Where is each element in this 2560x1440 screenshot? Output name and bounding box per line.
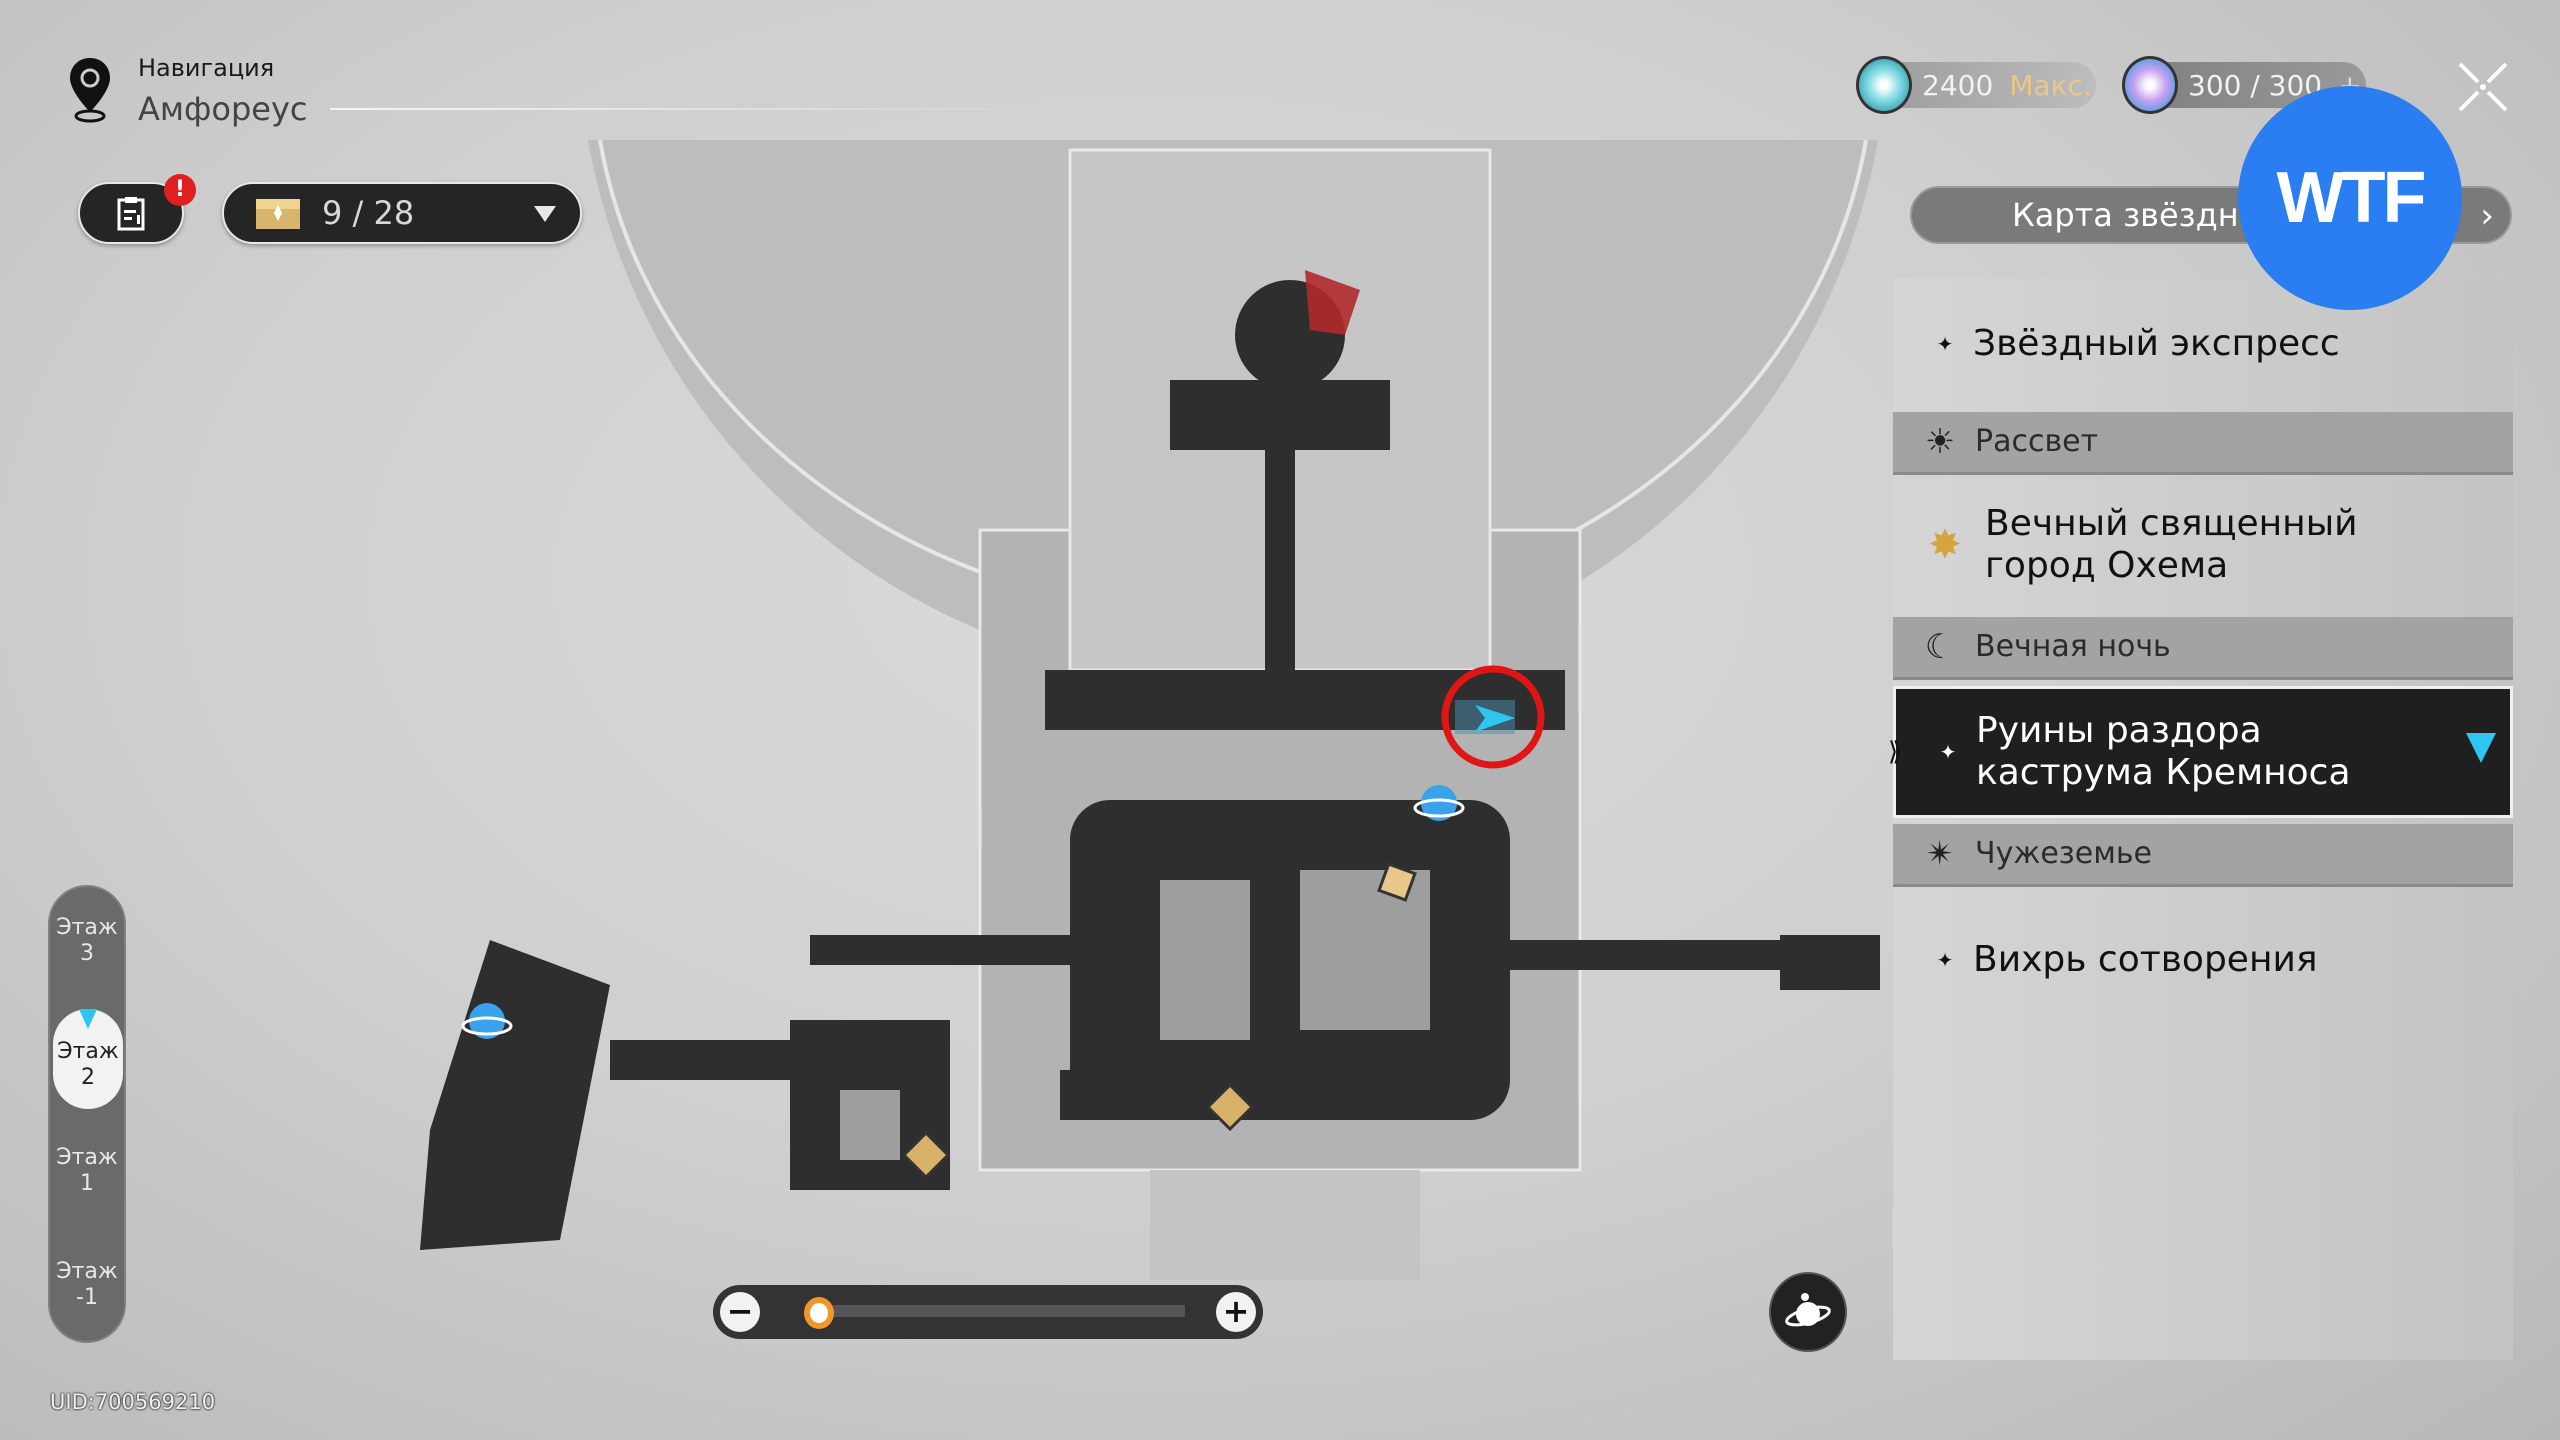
treasure-chest-icon: [256, 199, 300, 229]
uid-label: UID:700569210: [50, 1390, 216, 1414]
section-label: Рассвет: [1975, 424, 2099, 459]
divider: [330, 108, 1070, 110]
planet-icon: [1785, 1293, 1831, 1327]
world-item-okhema[interactable]: ✸ Вечный священный город Охема: [1893, 475, 2513, 615]
world-label: Руины раздора каструма Кремноса: [1976, 710, 2351, 793]
current-location-icon: [2466, 733, 2496, 763]
planet-view-button[interactable]: [1769, 1272, 1847, 1352]
section-header-dawn: ☀ Рассвет: [1893, 412, 2513, 475]
world-label: Вихрь сотворения: [1973, 939, 2318, 980]
location-pin-icon: [70, 58, 110, 123]
section-header-eternal-night: ☾ Вечная ночь: [1893, 617, 2513, 680]
space-anchor-icon[interactable]: [1413, 785, 1465, 821]
gold-star-icon: ✸: [1928, 522, 1962, 568]
zoom-out-button[interactable]: −: [720, 1292, 760, 1332]
zoom-slider-knob[interactable]: [804, 1297, 834, 1329]
star-icon: ✦: [1936, 332, 1954, 356]
zoom-slider-track[interactable]: [805, 1305, 1185, 1317]
world-label: Вечный священный город Охема: [1985, 503, 2358, 586]
world-item-kremnos-ruins-selected[interactable]: ⟫ ✦ Руины раздора каструма Кремноса: [1888, 686, 2513, 818]
sun-icon: ☀: [1924, 422, 1956, 462]
reserve-power-icon: [2122, 56, 2178, 114]
clipboard-icon: [117, 197, 145, 231]
world-item-astral-express[interactable]: ✦ Звёздный экспресс: [1893, 278, 2513, 410]
floor-minus1-button[interactable]: Этаж-1: [56, 1259, 118, 1310]
currency-stellar-jade[interactable]: 2400 Макс.: [1856, 56, 2096, 114]
currency-value: 2400: [1922, 68, 1994, 102]
watermark-logo: WTF: [2238, 86, 2462, 310]
star-burst-icon: ✴: [1925, 834, 1955, 874]
player-position-marker: [1455, 700, 1515, 734]
current-floor-icon: [79, 1009, 97, 1029]
selection-arrow-icon: ⟫: [1888, 737, 1903, 767]
current-location: Амфореус: [138, 90, 308, 128]
chest-progress: 9 / 28: [322, 194, 415, 232]
chevron-right-icon: ›: [2480, 196, 2494, 236]
star-map-label: Карта звёздн: [2012, 196, 2239, 234]
section-header-foreign-land: ✴ Чужеземье: [1893, 824, 2513, 887]
restricted-zone-marker: [1305, 270, 1360, 335]
currency-value: 300 / 300: [2188, 68, 2323, 102]
star-icon: ✦: [1939, 740, 1957, 764]
zoom-in-button[interactable]: +: [1216, 1292, 1256, 1332]
highlight-circle: [1441, 665, 1545, 769]
treasure-chest-dropdown[interactable]: 9 / 28: [222, 182, 582, 244]
star-icon: ✦: [1936, 948, 1954, 972]
mission-log-button[interactable]: !: [78, 174, 196, 244]
nav-title: Навигация: [138, 54, 275, 82]
warp-trotter-icon[interactable]: [901, 1130, 951, 1180]
space-anchor-icon[interactable]: [461, 1003, 513, 1039]
zoom-control: − +: [713, 1285, 1263, 1339]
section-label: Вечная ночь: [1975, 629, 2171, 664]
warp-trotter-icon[interactable]: [1205, 1082, 1255, 1132]
notification-badge: !: [164, 174, 196, 206]
world-label: Звёздный экспресс: [1973, 323, 2340, 364]
close-icon[interactable]: [2456, 60, 2510, 114]
dropdown-arrow-icon: [534, 206, 556, 222]
puzzle-icon[interactable]: [1377, 862, 1417, 902]
section-label: Чужеземье: [1975, 836, 2152, 871]
world-item-vortex-of-creation[interactable]: ✦ Вихрь сотворения: [1893, 890, 2513, 1030]
currency-max-label: Макс.: [2009, 68, 2092, 102]
world-list-panel: ✦ Звёздный экспресс ☀ Рассвет ✸ Вечный с…: [1888, 278, 2513, 1360]
moon-icon: ☾: [1924, 627, 1956, 667]
trailblaze-power-icon: [1856, 56, 1912, 114]
